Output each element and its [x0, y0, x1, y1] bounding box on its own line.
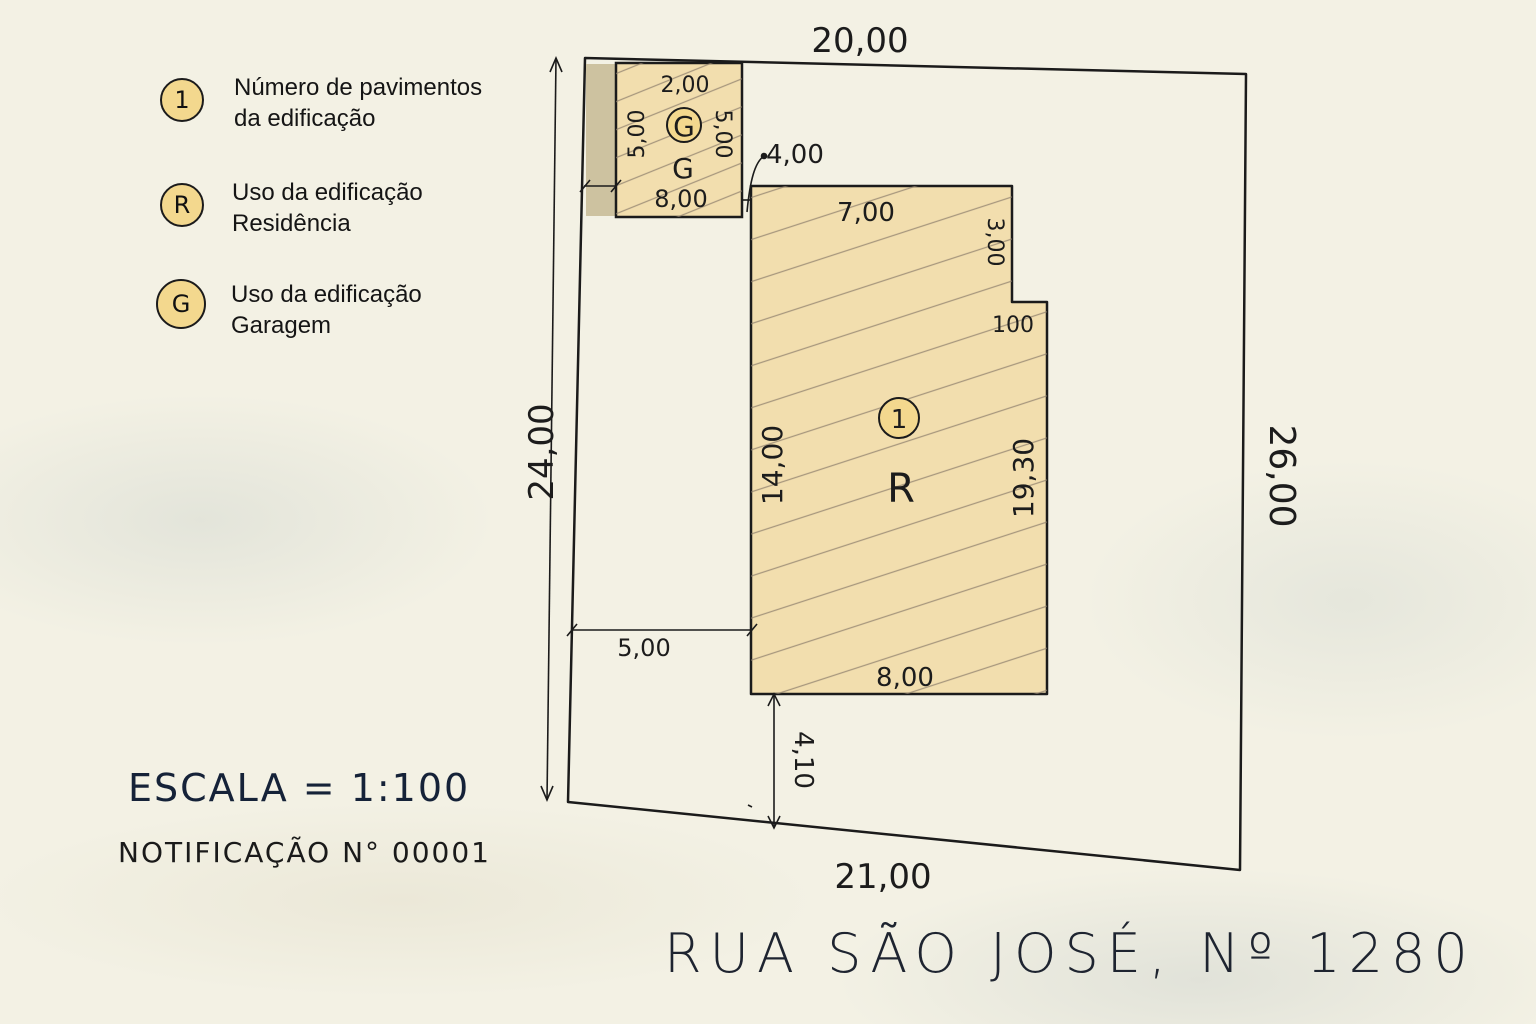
garage-side-strip	[586, 64, 617, 216]
dim-residence-bottom: 8,00	[876, 663, 934, 693]
garage-use-letter: G	[672, 152, 694, 185]
dim-residence-top: 7,00	[837, 198, 895, 228]
dim-garage-right: 5,00	[710, 110, 735, 159]
legend-label-line1: Uso da edificação	[232, 179, 423, 206]
legend-badge-r: R	[160, 183, 204, 227]
legend-item-pavements: 1 Número de pavimentos da edificação	[160, 74, 482, 134]
legend-item-residence: R Uso da edificação Residência	[160, 179, 423, 239]
dim-garage-bottom: 8,00	[654, 185, 707, 213]
residence-hatch	[751, 186, 1047, 694]
dim-residence-notch-h: 100	[992, 313, 1034, 338]
dim-gap-garage: 4,00	[766, 140, 824, 170]
legend-badge-g: G	[156, 279, 206, 329]
scale-label: ESCALA = 1:100	[128, 766, 471, 810]
dim-residence-notch-v: 3,00	[982, 218, 1007, 267]
dim-residence-right: 19,30	[1007, 438, 1040, 518]
dim-left: 24,00	[522, 403, 562, 500]
street-address: RUA SÃO JOSÉ, Nº 1280	[664, 922, 1476, 985]
dim-garage-top: 2,00	[661, 73, 710, 98]
legend-badge-1: 1	[160, 78, 204, 122]
residence-badge	[878, 397, 920, 439]
legend-label-line2: Garagem	[231, 312, 332, 339]
lot-boundary	[566, 56, 1248, 872]
residence-use-letter: R	[887, 466, 915, 512]
dimension-lines	[540, 55, 781, 830]
dim-bottom: 21,00	[834, 857, 931, 897]
dim-right: 26,00	[1261, 424, 1302, 527]
dim-residence-left: 14,00	[756, 425, 789, 505]
legend-item-garage: G Uso da edificação Garagem	[156, 279, 422, 341]
dim-top: 20,00	[811, 21, 908, 61]
dim-garage-left: 5,00	[625, 110, 650, 159]
garage-badge	[666, 107, 702, 143]
notification-label: NOTIFICAÇÃO N° 00001	[118, 836, 491, 869]
legend-label-line1: Uso da edificação	[231, 281, 422, 308]
garage-badge-letter: G	[673, 110, 695, 143]
residence-badge-number: 1	[891, 405, 908, 435]
legend-label-line2: Residência	[232, 210, 351, 237]
dim-side-setback: 5,00	[617, 634, 670, 662]
legend-label-line2: da edificação	[234, 105, 376, 132]
legend-label-line1: Número de pavimentos	[234, 74, 483, 101]
dim-front-setback: 4,10	[788, 731, 818, 789]
